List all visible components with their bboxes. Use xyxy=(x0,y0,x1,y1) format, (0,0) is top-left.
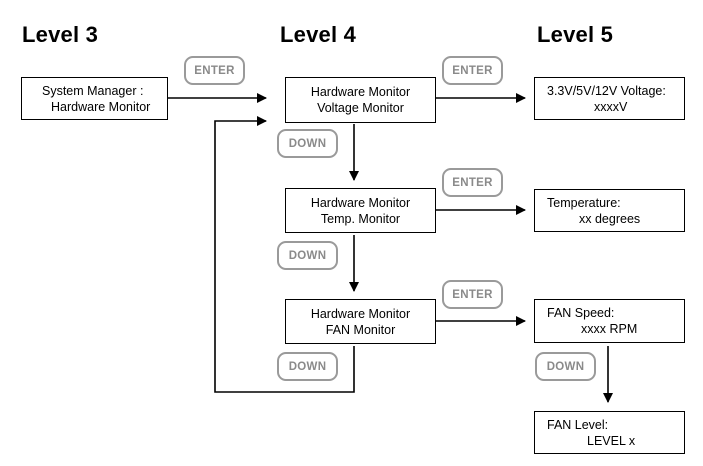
fan-speed-value-box: FAN Speed: xxxx RPM xyxy=(534,299,685,343)
down-key-fan-speed: DOWN xyxy=(535,352,596,381)
system-manager-box: System Manager : Hardware Monitor xyxy=(21,77,168,120)
level-4-heading: Level 4 xyxy=(280,22,357,47)
fan-speed-value-line1: FAN Speed: xyxy=(547,306,615,320)
temp-monitor-line2: Temp. Monitor xyxy=(320,211,401,226)
down-key-fan-monitor: DOWN xyxy=(277,352,338,381)
fan-level-value-line1: FAN Level: xyxy=(547,417,609,432)
voltage-monitor-box: Hardware Monitor Voltage Monitor xyxy=(285,77,436,123)
fan-level-value-box: FAN Level: LEVEL x xyxy=(534,411,685,454)
fan-monitor-line1: Hardware Monitor xyxy=(310,306,411,321)
loop-back-line xyxy=(214,116,355,393)
level-5-heading: Level 5 xyxy=(537,22,614,47)
temp-monitor-box: Hardware Monitor Temp. Monitor xyxy=(285,188,436,233)
down-key-temp-monitor: DOWN xyxy=(277,241,338,270)
temperature-value-line1: Temperature: xyxy=(547,195,621,210)
down-key-voltage-monitor: DOWN xyxy=(277,129,338,158)
voltage-monitor-line1: Hardware Monitor xyxy=(310,85,411,99)
temp-monitor-line1: Hardware Monitor xyxy=(310,195,411,210)
voltage-value-box: 3.3V/5V/12V Voltage: xxxxV xyxy=(534,77,685,120)
fan-level-value-line2: LEVEL x xyxy=(587,433,636,448)
voltage-value-line1: 3.3V/5V/12V Voltage: xyxy=(547,83,666,98)
system-manager-line2: Hardware Monitor xyxy=(51,99,151,114)
enter-key-fan-monitor: ENTER xyxy=(442,280,503,309)
fan-speed-value-line2: xxxx RPM xyxy=(581,322,638,336)
enter-key-temp-monitor: ENTER xyxy=(442,168,503,197)
level-3-heading: Level 3 xyxy=(22,22,99,47)
temperature-value-box: Temperature: xx degrees xyxy=(534,189,685,232)
voltage-monitor-line2: Voltage Monitor xyxy=(317,101,404,115)
voltage-value-line2: xxxxV xyxy=(594,99,628,114)
fan-monitor-line2: FAN Monitor xyxy=(325,322,396,337)
fan-monitor-box: Hardware Monitor FAN Monitor xyxy=(285,299,436,344)
system-manager-line1: System Manager : xyxy=(42,83,144,98)
temperature-value-line2: xx degrees xyxy=(579,211,641,226)
enter-key-voltage-monitor: ENTER xyxy=(442,56,503,85)
enter-key-system-manager: ENTER xyxy=(184,56,245,85)
